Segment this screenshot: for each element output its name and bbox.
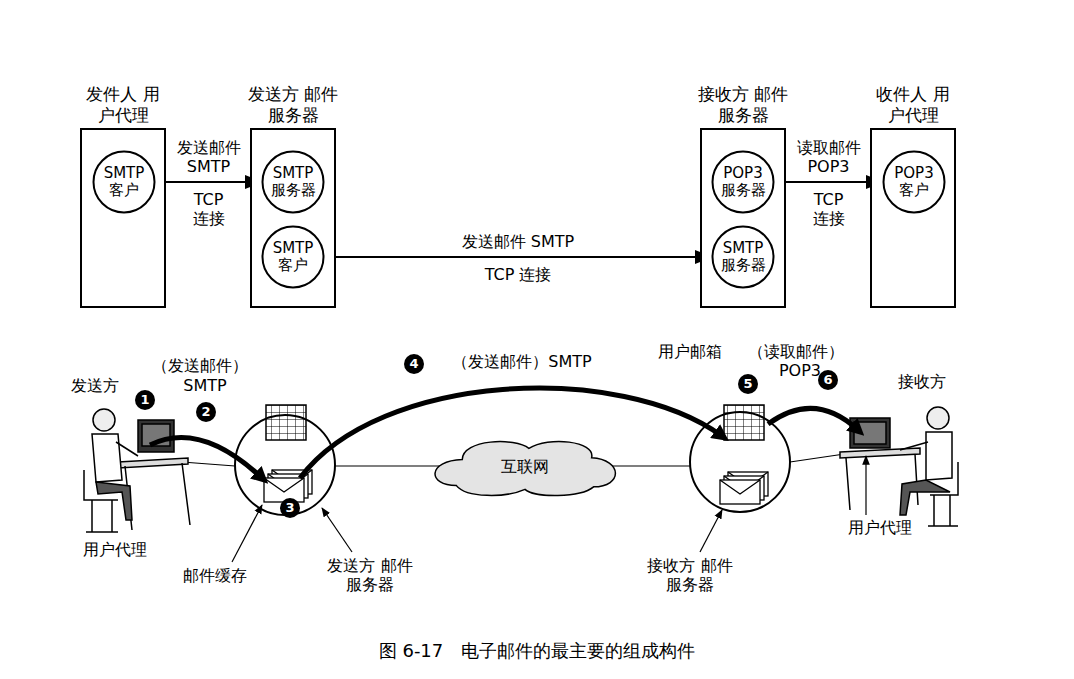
leader-line — [322, 508, 352, 552]
network-line — [182, 462, 235, 466]
edge-label: 发送邮件 SMTP — [173, 138, 245, 176]
circle-outline — [884, 152, 945, 213]
part-label: 接收方 — [898, 372, 946, 391]
part-label: POP3 — [779, 361, 821, 380]
circle-outline — [263, 152, 324, 213]
user-agent-box: 接收方 邮件服务器POP3 服务器SMTP 服务器 — [700, 128, 786, 308]
box-heading: 发送方 邮件服务器 — [243, 84, 343, 127]
connector-arrow — [156, 181, 261, 183]
part-label: 接收方 邮件服务器 — [645, 556, 735, 594]
connection-label: TCP 连接 — [807, 190, 851, 228]
part-label: SMTP — [183, 376, 226, 395]
protocol-label: SMTP 客户 — [265, 240, 321, 275]
user-mailbox — [724, 405, 764, 440]
flow-arrow — [300, 388, 722, 478]
user-agent-box: 发件人 用户代理SMTP 客户 — [80, 128, 166, 308]
part-label: 用户代理 — [848, 518, 912, 537]
protocol-label: SMTP 客户 — [96, 165, 152, 200]
circle-outline — [94, 152, 155, 213]
receiver-figure — [840, 407, 958, 526]
flow-arrow — [768, 408, 858, 430]
circle-outline — [713, 152, 774, 213]
flow-arrow — [150, 437, 262, 478]
box-heading: 收件人 用户代理 — [873, 84, 953, 127]
protocol-label: SMTP 服务器 — [265, 165, 321, 200]
protocol-circle: SMTP 服务器 — [261, 150, 325, 214]
leader-line — [700, 510, 722, 552]
protocol-circle: POP3 客户 — [882, 150, 946, 214]
callout-number: 5 — [738, 374, 758, 394]
protocol-circle: SMTP 客户 — [92, 150, 156, 214]
circle-outline — [713, 227, 774, 288]
internet-cloud: 互联网 — [427, 436, 623, 498]
connection-label: TCP 连接 — [418, 265, 618, 284]
user-agent-box: 收件人 用户代理POP3 客户 — [870, 128, 956, 308]
part-label: 邮件缓存 — [183, 566, 247, 585]
callout-number: 4 — [404, 354, 424, 374]
part-label: （发送邮件）SMTP — [452, 352, 591, 371]
callout-number: 1 — [135, 390, 155, 410]
callout-number: 3 — [280, 498, 300, 518]
part-label: （读取邮件） — [748, 342, 844, 361]
callout-number: 6 — [818, 370, 838, 390]
connector-arrow — [325, 256, 711, 258]
box-heading: 接收方 邮件服务器 — [693, 84, 793, 127]
box-heading: 发件人 用户代理 — [83, 84, 163, 127]
edge-label: 读取邮件 POP3 — [793, 138, 865, 176]
protocol-circle: SMTP 服务器 — [711, 225, 775, 289]
protocol-circle: POP3 服务器 — [711, 150, 775, 214]
sender-figure — [84, 409, 190, 532]
part-label: （发送邮件） — [152, 356, 248, 375]
user-mailbox — [266, 405, 306, 440]
callout-number: 2 — [196, 402, 216, 422]
protocol-circle: SMTP 客户 — [261, 225, 325, 289]
cloud-label: 互联网 — [427, 457, 623, 478]
connection-label: TCP 连接 — [187, 190, 231, 228]
protocol-label: POP3 客户 — [886, 165, 942, 200]
part-label: 用户代理 — [83, 540, 147, 559]
part-label: 发送方 邮件服务器 — [325, 556, 415, 594]
edge-label: 发送邮件 SMTP — [408, 232, 628, 251]
part-label: 发送方 — [71, 376, 119, 395]
figure-caption: 图 6-17 电子邮件的最主要的组成构件 — [379, 640, 696, 662]
part-label: 用户邮箱 — [658, 342, 722, 361]
user-agent-box: 发送方 邮件服务器SMTP 服务器SMTP 客户 — [250, 128, 336, 308]
protocol-label: POP3 服务器 — [715, 165, 771, 200]
protocol-label: SMTP 服务器 — [715, 240, 771, 275]
connector-arrow — [775, 181, 882, 183]
leader-line — [865, 456, 866, 515]
circle-outline — [263, 227, 324, 288]
leader-line — [232, 505, 262, 562]
network-line — [335, 465, 455, 466]
